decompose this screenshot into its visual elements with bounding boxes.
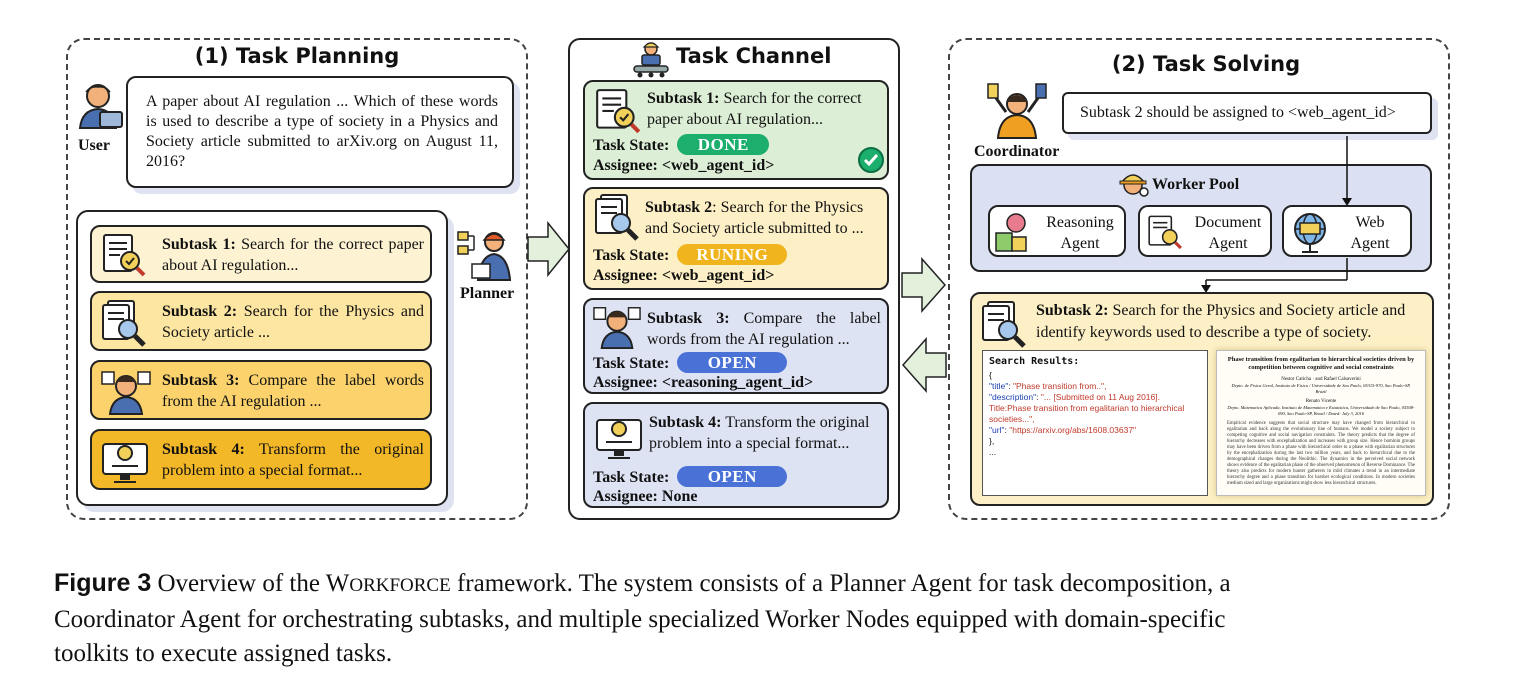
paper-authors: Nestor Caticha · and Rafael Calsaverini (1281, 377, 1361, 382)
channel-card-1-text: Subtask 1: Search for the correct paper … (647, 90, 862, 128)
channel-card-4-state-row: Task State: OPEN (593, 466, 788, 487)
paper-author-2: Renato Vicente (1305, 399, 1337, 404)
figure-caption: Figure 3 Overview of the WORKFORCE frame… (54, 566, 1474, 671)
arrow-back-to-channel (901, 337, 947, 393)
assignment-text: Subtask 2 should be assigned to <web_age… (1080, 104, 1396, 121)
status-badge-running: RUNING (677, 244, 788, 265)
channel-card-3-state-row: Task State: OPEN (593, 352, 788, 373)
task-solving-panel (948, 38, 1450, 520)
channel-card-2: Subtask 2: Search for the Physics and So… (583, 187, 889, 290)
task-planning-panel (66, 38, 528, 520)
paper-affiliation-2: Depto. Matematica Aplicada, Instituto de… (1227, 405, 1415, 416)
channel-card-2-assignee: Assignee: <web_agent_id> (593, 267, 775, 284)
search-results-json: { "title": "Phase transition from..", "d… (989, 370, 1185, 457)
channel-card-4: Subtask 4: Transform the original proble… (583, 402, 889, 508)
result-text: Subtask 2: Search for the Physics and So… (1036, 302, 1406, 341)
worker-helmet-icon (1119, 174, 1149, 197)
planning-subtask-4: Subtask 4: Transform the original proble… (90, 429, 432, 490)
assignment-box: Subtask 2 should be assigned to <web_age… (1062, 92, 1432, 134)
status-badge-done: DONE (677, 134, 770, 155)
coordinator-icon (987, 83, 1047, 139)
worker-pool-label: Worker Pool (1152, 176, 1240, 193)
caption-figure-label: Figure 3 (54, 569, 152, 597)
task-channel-title: Task Channel (676, 44, 832, 68)
paper-affiliation: Depto. de Fisica Geral, Instituto de Fis… (1231, 383, 1411, 394)
document-search-icon (1148, 215, 1182, 250)
caption-line-1: Figure 3 Overview of the WORKFORCE frame… (54, 569, 1231, 597)
channel-card-1-assignee: Assignee: <web_agent_id> (593, 157, 775, 174)
channel-card-3-assignee: Assignee: <reasoning_agent_id> (593, 374, 814, 391)
planning-subtask-3-text: Subtask 3: Compare the label words from … (162, 372, 424, 410)
planning-subtask-1-text: Subtask 1: Search for the correct paper … (162, 236, 425, 274)
planner-icon (457, 231, 512, 281)
task-solving-title: (2) Task Solving (1111, 52, 1301, 76)
task-planning-title: (1) Task Planning (194, 44, 400, 68)
monitor-gear-icon (596, 419, 642, 459)
status-badge-open: OPEN (677, 352, 788, 373)
question-text: A paper about AI regulation ... Which of… (146, 93, 498, 170)
monitor-gear-icon (102, 443, 148, 483)
caption-line-2: Coordinator Agent for orchestrating subt… (54, 606, 1226, 633)
channel-card-4-text: Subtask 4: Transform the original proble… (649, 414, 870, 452)
planning-subtask-4-text: Subtask 4: Transform the original proble… (162, 441, 424, 479)
channel-card-3: Subtask 3: Compare the label words from … (583, 298, 889, 394)
caption-line-3: toolkits to execute assigned tasks. (54, 640, 393, 667)
brain-puzzle-icon (995, 213, 1027, 252)
channel-card-2-state-row: Task State: RUNING (593, 244, 788, 265)
connector-arrows (1201, 136, 1352, 293)
thinking-person-icon (593, 307, 641, 350)
paper-abstract: Empirical evidence suggests that social … (1227, 421, 1415, 486)
planning-subtask-1: Subtask 1: Search for the correct paper … (90, 225, 432, 283)
document-search-icon (102, 300, 146, 347)
planning-subtask-2-text: Subtask 2: Search for the Physics and So… (162, 303, 424, 341)
result-box: Subtask 2: Search for the Physics and So… (970, 292, 1434, 506)
document-search-icon (982, 301, 1026, 348)
channel-card-3-text: Subtask 3: Compare the label words from … (647, 310, 881, 348)
arrow-to-channel (527, 220, 570, 278)
globe-code-icon (1294, 213, 1326, 253)
channel-card-2-text: Subtask 2: Search for the Physics and So… (645, 199, 864, 237)
channel-card-1: Subtask 1: Search for the correct paper … (583, 80, 889, 180)
planning-subtask-2: Subtask 2: Search for the Physics and So… (90, 291, 432, 351)
document-check-icon (596, 89, 641, 134)
coordinator-label: Coordinator (974, 143, 1060, 160)
check-circle-icon (858, 147, 884, 173)
document-check-icon (103, 234, 146, 277)
user-label: User (78, 137, 110, 154)
search-results-panel: Search Results: { "title": "Phase transi… (982, 350, 1208, 496)
conveyor-worker-icon (633, 42, 669, 78)
channel-card-1-state-row: Task State: DONE (593, 134, 770, 155)
question-box: A paper about AI regulation ... Which of… (126, 76, 514, 188)
user-icon (78, 84, 123, 129)
search-results-header: Search Results: (989, 356, 1080, 367)
thinking-person-icon (101, 371, 151, 415)
planning-subtask-3: Subtask 3: Compare the label words from … (90, 360, 432, 420)
status-badge-open: OPEN (677, 466, 788, 487)
document-search-icon (595, 194, 639, 241)
paper-preview: Phase transition from egalitarian to hie… (1216, 350, 1426, 496)
arrow-to-solving (901, 257, 947, 313)
planner-label: Planner (460, 285, 515, 302)
channel-card-4-assignee: Assignee: None (593, 488, 698, 505)
paper-title: Phase transition from egalitarian to hie… (1227, 356, 1415, 371)
